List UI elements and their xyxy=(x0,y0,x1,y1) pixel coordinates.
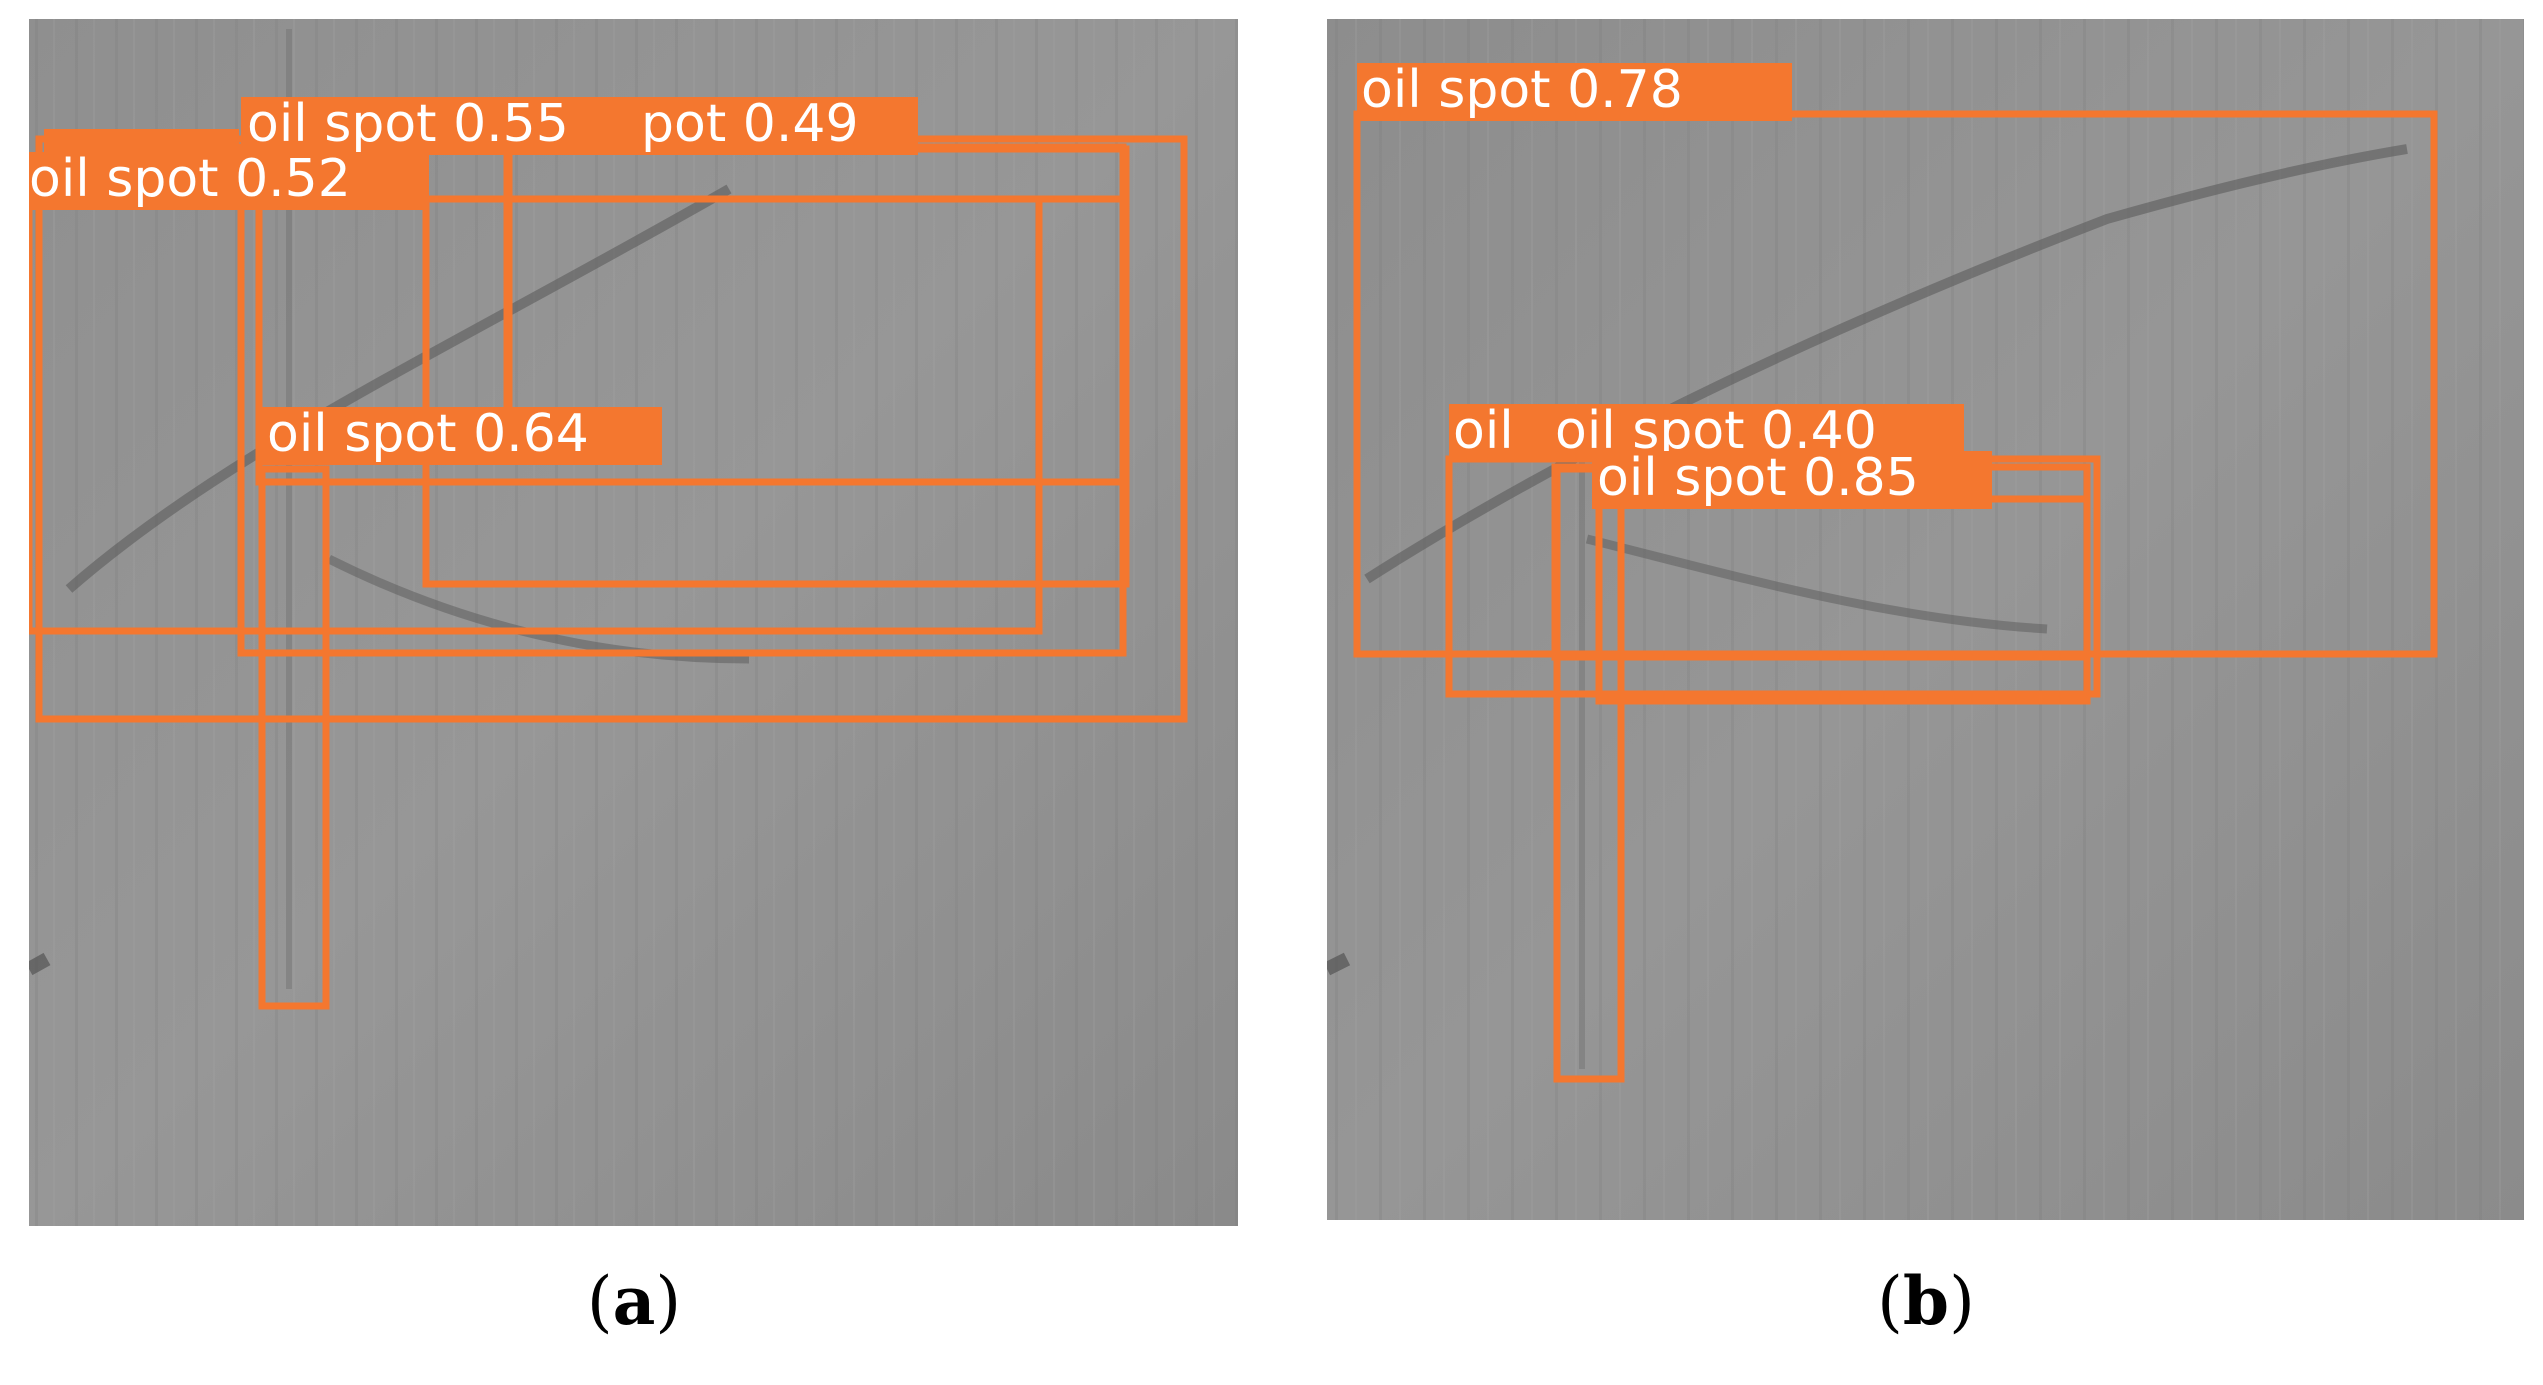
caption-paren: ) xyxy=(1949,1263,1975,1340)
label-box xyxy=(1592,451,1992,509)
detection-label: pot 0.49 xyxy=(641,94,859,154)
defect-streak xyxy=(65,184,732,593)
label-box xyxy=(262,407,662,465)
panel-caption-a: (a) xyxy=(484,1268,784,1335)
detection-image-b: oil spot 0.78 oil oil spot 0.40 oil spot… xyxy=(1327,19,2524,1220)
caption-paren: ) xyxy=(655,1263,682,1340)
detection-label: oil spot 0.78 xyxy=(1361,60,1683,120)
detection-label: oil spot 0.55 xyxy=(247,94,569,154)
panel-caption-b: (b) xyxy=(1776,1268,2076,1335)
detection-box xyxy=(29,195,1043,635)
defect-streak xyxy=(1585,534,2048,634)
detection-box xyxy=(258,465,330,1010)
detection-box xyxy=(503,133,513,420)
label-box xyxy=(29,152,429,210)
caption-letter: b xyxy=(1902,1262,1950,1340)
detection-label: oil xyxy=(1453,401,1514,461)
detection-label: oil spot 0.52 xyxy=(29,149,351,209)
detection-box xyxy=(1553,465,1625,1083)
caption-paren: ( xyxy=(1877,1263,1903,1340)
defect-streak xyxy=(1364,144,2408,584)
label-box xyxy=(1357,63,1792,121)
caption-letter: a xyxy=(612,1262,656,1340)
label-box xyxy=(241,97,918,155)
detection-label: oil spot 0.85 xyxy=(1597,448,1919,508)
caption-paren: ( xyxy=(586,1263,613,1340)
detection-label: oil spot 0.64 xyxy=(267,404,589,464)
detection-image-a: oil spot 0.52 pot 0.49 oil spot 0.55 oil… xyxy=(29,19,1238,1226)
